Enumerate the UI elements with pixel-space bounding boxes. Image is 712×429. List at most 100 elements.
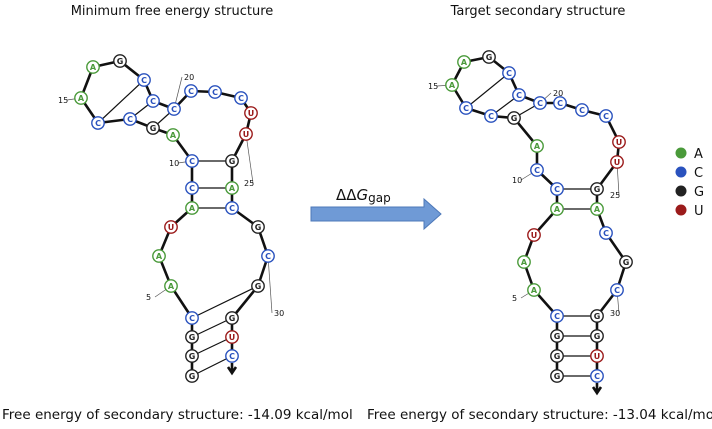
- right-index-label-25: 25: [610, 191, 620, 200]
- legend-label-C: C: [694, 166, 703, 181]
- right-nucleotide-letter-24: U: [616, 138, 623, 147]
- right-nucleotide-circle-1: [550, 369, 564, 383]
- left-nucleotide-33: U: [225, 330, 239, 344]
- right-nucleotide-letter-18: C: [506, 69, 512, 78]
- left-nucleotide-circle-18: [137, 73, 151, 87]
- left-nucleotide-letter-2: G: [189, 352, 196, 361]
- right-index-label-15: 15: [428, 82, 438, 91]
- left-index-tick-25: [245, 133, 254, 184]
- left-nucleotide-15: A: [74, 91, 88, 105]
- left-nucleotide-letter-27: A: [229, 184, 236, 193]
- left-nucleotide-circle-19: [146, 94, 160, 108]
- left-nucleotide-letter-31: G: [255, 282, 262, 291]
- gap-subscript: gap: [368, 191, 391, 205]
- left-nucleotide-letter-33: U: [229, 333, 236, 342]
- right-nucleotide-23: C: [599, 109, 613, 123]
- right-nucleotide-11: A: [530, 139, 544, 153]
- right-nucleotide-circle-23: [599, 109, 613, 123]
- left-nucleotide-6: A: [152, 249, 166, 263]
- right-nucleotide-circle-22: [575, 103, 589, 117]
- right-nucleotide-circle-9: [550, 182, 564, 196]
- right-nucleotide-letter-25: U: [614, 158, 621, 167]
- right-nucleotide-circle-10: [530, 163, 544, 177]
- left-nucleotide-letter-19: C: [150, 97, 156, 106]
- right-nucleotide-letter-8: A: [554, 205, 561, 214]
- right-nucleotide-circle-20: [533, 96, 547, 110]
- left-nucleotide-12: G: [146, 121, 160, 135]
- left-nucleotide-20: C: [167, 102, 181, 116]
- right-nucleotide-circle-13: [484, 109, 498, 123]
- right-nucleotide-circle-2: [550, 349, 564, 363]
- left-base-pair-14-18: [97, 79, 145, 124]
- left-nucleotide-letter-26: G: [229, 157, 236, 166]
- right-nucleotide-24: U: [612, 135, 626, 149]
- right-nucleotide-letter-13: C: [488, 112, 494, 121]
- left-nucleotide-circle-30: [261, 249, 275, 263]
- left-nucleotide-27: A: [225, 181, 239, 195]
- left-nucleotide-circle-7: [164, 220, 178, 234]
- left-index-label-5: 5: [146, 293, 151, 302]
- left-nucleotide-circle-26: [225, 154, 239, 168]
- left-nucleotide-circle-17: [113, 54, 127, 68]
- left-backbone: [79, 59, 270, 376]
- right-nucleotide-letter-16: A: [461, 58, 468, 67]
- left-nucleotide-letter-11: A: [170, 131, 177, 140]
- right-nucleotide-letter-28: C: [603, 229, 609, 238]
- left-nucleotide-letter-10: C: [189, 157, 195, 166]
- left-nucleotide-circle-14: [91, 116, 105, 130]
- left-nucleotide-circle-11: [166, 128, 180, 142]
- right-nucleotide-2: G: [550, 349, 564, 363]
- right-backbone: [450, 55, 628, 376]
- left-nucleotide-circle-28: [225, 201, 239, 215]
- left-nucleotide-letter-17: G: [117, 57, 124, 66]
- left-index-label-30: 30: [274, 309, 284, 318]
- left-nucleotide-circle-29: [251, 220, 265, 234]
- right-nucleotide-circle-5: [527, 283, 541, 297]
- right-nucleotide-letter-9: C: [554, 185, 560, 194]
- left-nucleotide-circle-5: [164, 279, 178, 293]
- left-nucleotide-letter-9: C: [189, 184, 195, 193]
- left-nucleotide-18: C: [137, 73, 151, 87]
- right-nucleotide-circle-27: [590, 202, 604, 216]
- left-nucleotide-letter-14: C: [95, 119, 101, 128]
- left-three-prime-arrow: [226, 363, 238, 376]
- left-nucleotide-17: G: [113, 54, 127, 68]
- right-nucleotide-letter-32: G: [594, 332, 601, 341]
- right-nucleotide-letter-30: C: [614, 286, 620, 295]
- left-nucleotide-letter-24: U: [248, 109, 255, 118]
- right-base-pair-14-18: [465, 72, 510, 109]
- right-nucleotide-letter-17: G: [486, 53, 493, 62]
- right-nucleotide-circle-33: [590, 349, 604, 363]
- left-nucleotide-letter-28: C: [229, 204, 235, 213]
- right-nucleotide-circle-8: [550, 202, 564, 216]
- delta-delta-prefix: ΔΔ: [336, 186, 357, 204]
- left-nucleotide-letter-34: C: [229, 352, 235, 361]
- left-nucleotide-24: U: [244, 106, 258, 120]
- left-nucleotide-circle-23: [234, 91, 248, 105]
- left-nucleotide-7: U: [164, 220, 178, 234]
- left-nucleotide-21: C: [184, 84, 198, 98]
- right-nucleotide-letter-22: C: [579, 106, 585, 115]
- right-nucleotide-circle-14: [459, 101, 473, 115]
- legend-swatch-U: [675, 204, 687, 216]
- left-nucleotide-letter-21: C: [188, 87, 194, 96]
- left-nucleotide-letter-12: G: [150, 124, 157, 133]
- left-nucleotide-letter-13: C: [127, 115, 133, 124]
- right-nucleotide-34: C: [590, 369, 604, 383]
- right-nucleotide-22: C: [575, 103, 589, 117]
- right-three-prime-arrow: [591, 383, 603, 396]
- right-nucleotide-4: C: [550, 309, 564, 323]
- left-nucleotide-circle-25: [239, 127, 253, 141]
- right-index-label-10: 10: [512, 176, 522, 185]
- left-index-label-15: 15: [58, 96, 68, 105]
- left-nucleotide-letter-23: C: [238, 94, 244, 103]
- right-nucleotide-10: C: [530, 163, 544, 177]
- left-nucleotide-8: A: [185, 201, 199, 215]
- left-nucleotide-circle-24: [244, 106, 258, 120]
- right-nucleotide-circle-21: [553, 96, 567, 110]
- right-nucleotide-circle-24: [612, 135, 626, 149]
- right-nucleotide-14: C: [459, 101, 473, 115]
- right-index-label-20: 20: [553, 89, 563, 98]
- right-nucleotide-15: A: [445, 78, 459, 92]
